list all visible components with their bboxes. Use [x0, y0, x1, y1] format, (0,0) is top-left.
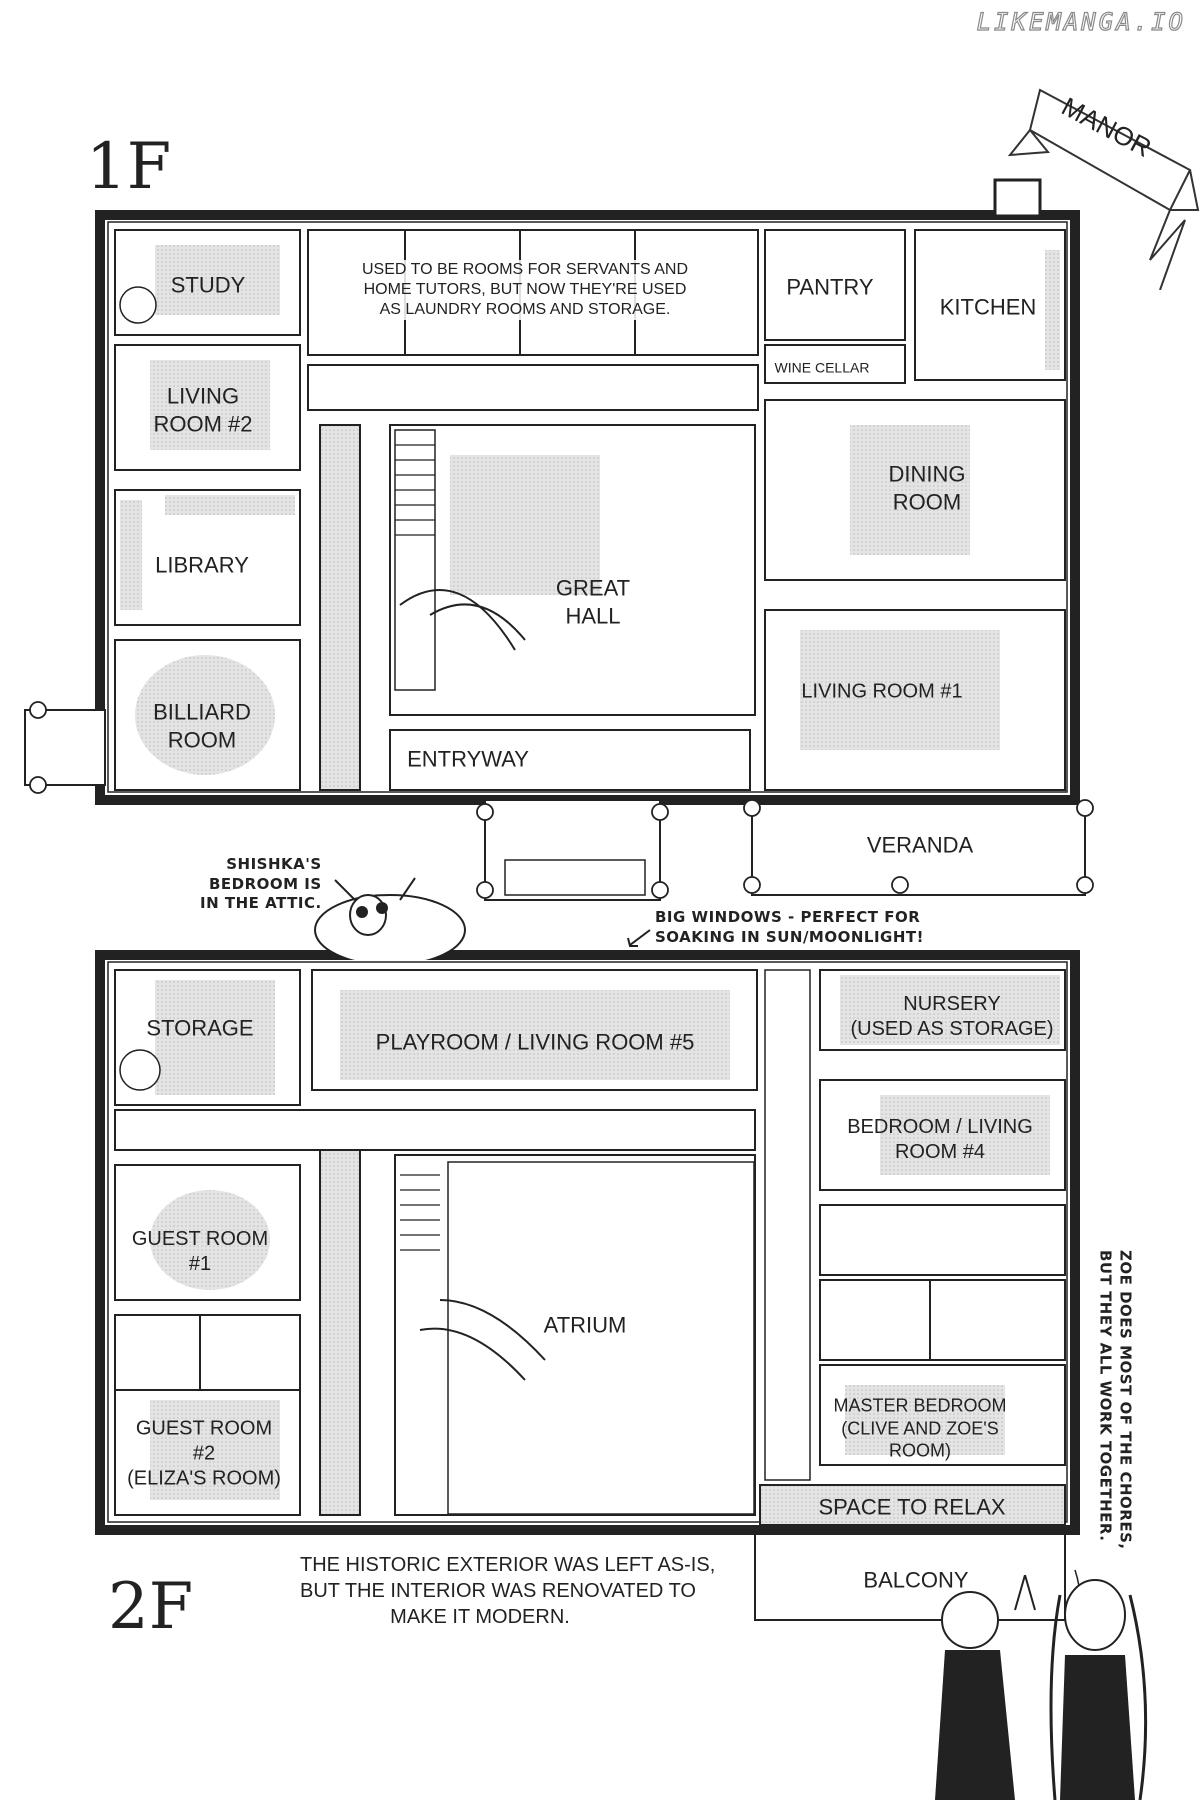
room-label-storage: STORAGE — [146, 1015, 254, 1041]
note-servant-rooms: USED TO BE ROOMS FOR SERVANTS AND HOME T… — [362, 260, 688, 320]
floor-1-tag: 1F — [86, 130, 172, 204]
room-label-master-bedroom: MASTER BEDROOM (CLIVE AND ZOE'S ROOM) — [833, 1395, 1007, 1461]
room-label-kitchen: KITCHEN — [939, 294, 1037, 320]
room-label-bedroom-living-4: BEDROOM / LIVING ROOM #4 — [847, 1116, 1033, 1163]
room-label-space-to-relax: SPACE TO RELAX — [818, 1494, 1006, 1520]
room-label-living-room-1: LIVING ROOM #1 — [801, 680, 963, 703]
floor-2-plan — [95, 950, 1080, 1621]
room-label-guest-room-1: GUEST ROOM #1 — [131, 1228, 269, 1275]
manor-banner — [1007, 88, 1200, 290]
room-label-wine-cellar: WINE CELLAR — [774, 359, 870, 376]
site-watermark: LIKEMANGA.IO — [976, 7, 1186, 36]
note-shishka-attic: SHISHKA'S BEDROOM IS IN THE ATTIC. — [200, 855, 322, 912]
room-label-nursery: NURSERY (USED AS STORAGE) — [850, 993, 1054, 1040]
room-label-living-room-2: LIVING ROOM #2 — [153, 383, 253, 437]
zoe-and-clive-illustration — [935, 1575, 1148, 1800]
room-label-study: STUDY — [170, 272, 246, 298]
room-label-pantry: PANTRY — [786, 274, 874, 300]
floor-1-plan — [24, 178, 1094, 901]
note-big-windows: BIG WINDOWS - PERFECT FOR SOAKING IN SUN… — [655, 908, 924, 946]
room-label-balcony: BALCONY — [863, 1567, 969, 1593]
room-label-dining-room: DINING ROOM — [888, 461, 966, 515]
room-label-billiard-room: BILLIARD ROOM — [153, 699, 251, 753]
room-label-playroom: PLAYROOM / LIVING ROOM #5 — [375, 1029, 695, 1055]
shishka-illustration — [314, 877, 466, 960]
room-label-veranda: VERANDA — [866, 832, 974, 858]
room-label-entryway: ENTRYWAY — [407, 746, 529, 772]
room-label-library: LIBRARY — [155, 552, 249, 578]
room-label-atrium: ATRIUM — [543, 1312, 627, 1338]
room-label-guest-room-2: GUEST ROOM #2 (ELIZA'S ROOM) — [127, 1417, 281, 1490]
note-chores: ZOE DOES MOST OF THE CHORES, BUT THEY AL… — [1096, 1250, 1135, 1550]
floor-2-tag: 2F — [108, 1570, 194, 1644]
note-exterior-renovation: THE HISTORIC EXTERIOR WAS LEFT AS-IS, BU… — [300, 1554, 716, 1628]
windows-arrow — [629, 929, 651, 946]
room-label-great-hall: GREAT HALL — [555, 575, 631, 629]
